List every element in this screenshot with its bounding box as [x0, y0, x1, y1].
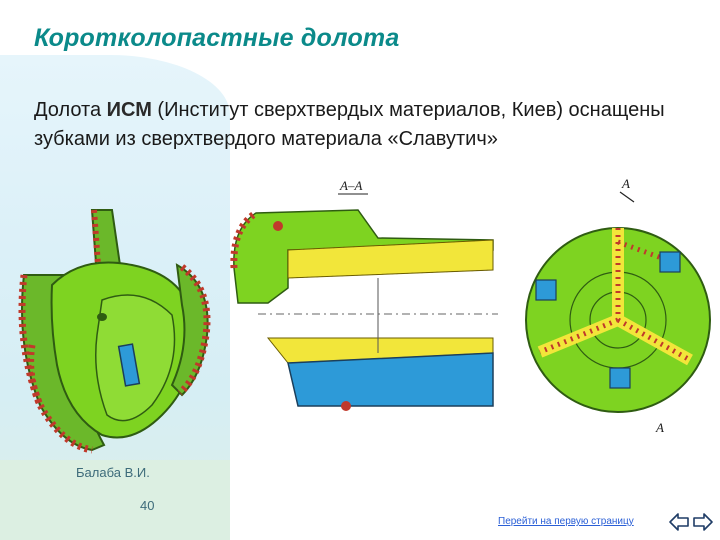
body-text-acronym: ИСМ	[106, 99, 152, 121]
arrow-left-icon	[669, 513, 689, 531]
body-text-rest: (Институт сверхтвердых материалов, Киев)…	[34, 99, 665, 150]
bit-3d-illustration	[18, 209, 211, 454]
page-number: 40	[140, 498, 155, 513]
blade-top	[90, 209, 122, 272]
bit-insert	[117, 343, 141, 387]
slide-body-text: Долота ИСМ (Институт сверхтвердых матери…	[34, 96, 694, 154]
section-upper-wall	[230, 209, 494, 304]
slide-title: Коротколопастные долота	[34, 24, 400, 52]
blade-right	[170, 263, 211, 397]
arrow-right-icon	[693, 513, 713, 531]
footer-author: Балаба В.И.	[76, 465, 150, 480]
section-lower-wall	[266, 337, 494, 407]
forward-button[interactable]	[692, 512, 714, 532]
back-button[interactable]	[668, 512, 690, 532]
end-view-inserts	[535, 251, 681, 389]
body-text-start: Долота	[34, 99, 107, 121]
first-page-link[interactable]: Перейти на первую страницу	[498, 516, 634, 527]
background-panel-bottom	[0, 460, 230, 540]
arrow-label-bottom: А	[655, 420, 664, 435]
section-view-illustration: А–А	[230, 178, 498, 411]
end-view-illustration: А А	[525, 176, 711, 435]
section-label: А–А	[339, 178, 362, 193]
end-view-blades	[537, 228, 693, 366]
arrow-label-top: А	[621, 176, 630, 191]
